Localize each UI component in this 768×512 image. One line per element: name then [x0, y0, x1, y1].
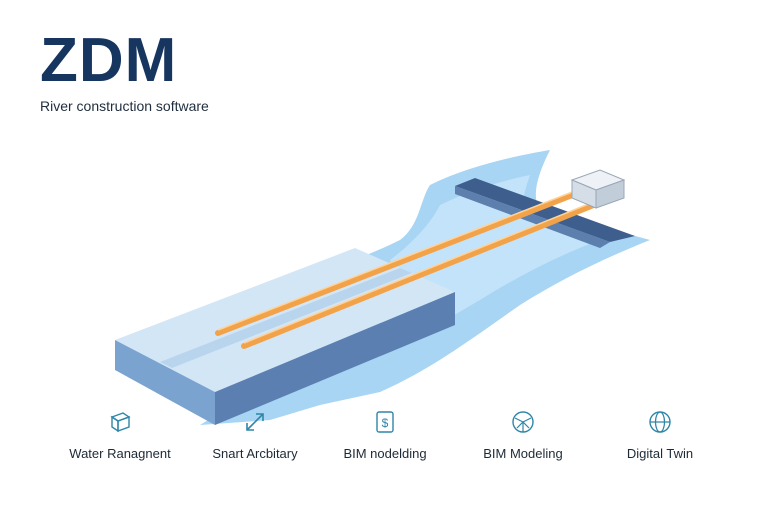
feature-digital-twin: Digital Twin: [590, 408, 730, 461]
brand-block: ZDM River construction software: [40, 26, 209, 115]
feature-smart-arcbitary: Snart Arcbitary: [185, 408, 325, 461]
slab-front: [215, 292, 455, 425]
cube-icon: [110, 412, 131, 433]
network-globe-icon: [512, 411, 534, 433]
far-slab-top: [455, 178, 635, 242]
arrow-icon: [246, 413, 264, 431]
logo: ZDM: [40, 26, 178, 95]
dollar-document-icon: $: [376, 411, 394, 433]
slab-left: [115, 340, 215, 425]
feature-label: Digital Twin: [626, 446, 694, 461]
feature-label: Snart Arcbitary: [212, 446, 298, 461]
river-construction-illustration: [115, 150, 650, 425]
svg-text:$: $: [382, 416, 389, 430]
tagline: River construction software: [40, 98, 209, 114]
feature-row: Water Ranagnent Snart Arcbitary $ BIM no…: [0, 408, 768, 468]
pipe-upper: [215, 189, 583, 336]
feature-water-management: Water Ranagnent: [50, 408, 190, 461]
control-box: [570, 169, 626, 209]
feature-bim-nodelding: $ BIM nodelding: [315, 408, 455, 461]
feature-label: BIM nodelding: [343, 446, 427, 461]
globe-icon: [649, 411, 671, 433]
feature-label: Water Ranagnent: [69, 446, 171, 461]
slab-divider: [160, 268, 412, 368]
pipe-lower: [241, 201, 599, 349]
feature-label: BIM Modeling: [483, 446, 563, 461]
feature-bim-modeling: BIM Modeling: [453, 408, 593, 461]
far-slab-top-face: [455, 186, 610, 248]
